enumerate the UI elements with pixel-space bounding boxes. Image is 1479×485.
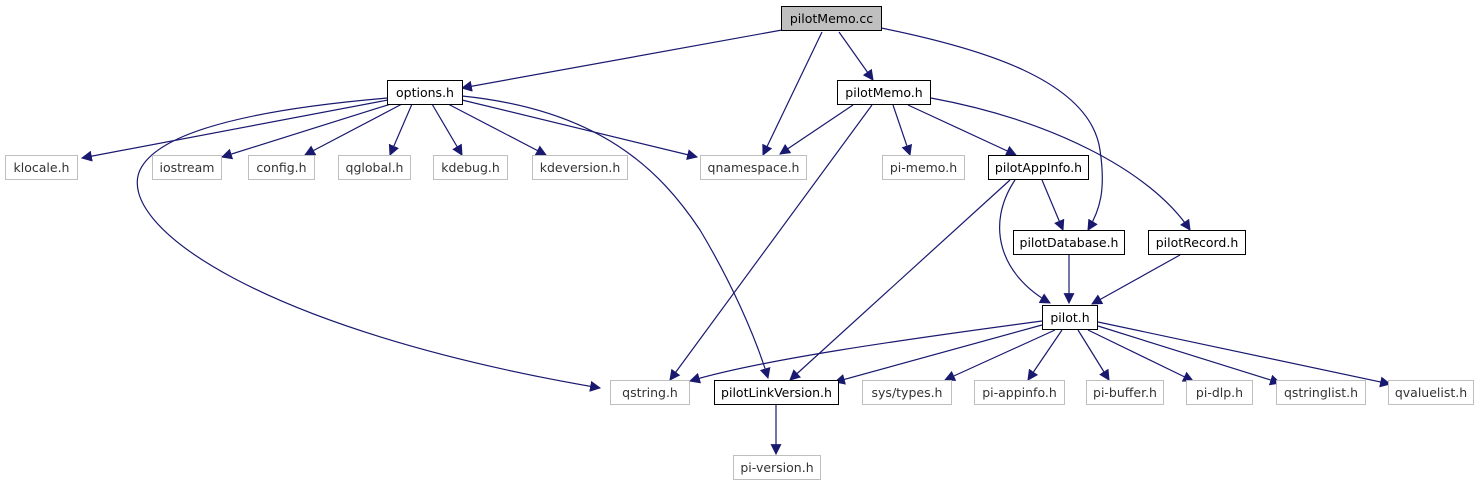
node-pi-dlp-h[interactable]: pi-dlp.h (1186, 380, 1253, 405)
node-kdeversion-h[interactable]: kdeversion.h (532, 155, 628, 180)
node-sys-types-h[interactable]: sys/types.h (862, 380, 952, 405)
edge-cc-pilotmemo (838, 31, 874, 81)
node-klocale-h[interactable]: klocale.h (5, 155, 78, 180)
node-pilotmemo-h[interactable]: pilotMemo.h (837, 80, 931, 105)
node-pi-memo-h[interactable]: pi-memo.h (882, 155, 965, 180)
edge-cc-qnamespace (762, 31, 823, 156)
edge-pilot-pidlp (1087, 329, 1194, 382)
edge-pilotmemo-pimemo (892, 104, 913, 157)
node-options-h[interactable]: options.h (387, 80, 463, 105)
node-qnamespace-h[interactable]: qnamespace.h (700, 155, 807, 180)
edge-options-klocale (80, 99, 389, 162)
node-pilotdatabase-h[interactable]: pilotDatabase.h (1013, 230, 1125, 255)
node-pilotlinkversion-h[interactable]: pilotLinkVersion.h (714, 380, 839, 405)
edge-options-kdeversion (447, 103, 547, 156)
node-pilotrecord-h[interactable]: pilotRecord.h (1148, 230, 1246, 255)
node-qglobal-h[interactable]: qglobal.h (338, 155, 411, 180)
node-pilot-h[interactable]: pilot.h (1042, 305, 1098, 330)
edge-options-iostream (220, 102, 395, 160)
node-qstring-h[interactable]: qstring.h (610, 380, 690, 405)
edge-pilot-piappinfo (1027, 329, 1063, 381)
edge-options-pilotlinkversion (461, 95, 771, 380)
edge-options-kdebug (431, 103, 463, 156)
edge-pilotrecord-pilot (1091, 254, 1181, 305)
edge-cc-options (460, 29, 783, 92)
node-pi-buffer-h[interactable]: pi-buffer.h (1086, 380, 1164, 405)
edge-pilot-pibuffer (1077, 329, 1110, 381)
edge-appinfo-pilotlinkversion (789, 179, 1011, 381)
edge-cc-pilotdatabase (880, 27, 1103, 231)
edge-pilotmemo-pilotrecord (930, 97, 1191, 231)
edge-pilot-pilotlinkversion (833, 324, 1043, 385)
edge-options-qglobal (388, 103, 413, 157)
node-config-h[interactable]: config.h (248, 155, 315, 180)
node-pi-version-h[interactable]: pi-version.h (733, 455, 821, 480)
node-pi-appinfo-h[interactable]: pi-appinfo.h (974, 380, 1065, 405)
node-pilotmemo-cc[interactable]: pilotMemo.cc (781, 6, 882, 31)
edge-pilotmemo-pilotappinfo (907, 104, 1017, 156)
edge-appinfo-pilotdatabase (1041, 179, 1065, 232)
edge-pilot-qvaluelist (1097, 321, 1392, 388)
edge-options-qnamespace (461, 99, 699, 161)
node-qvaluelist-h[interactable]: qvaluelist.h (1388, 380, 1474, 405)
node-pilotappinfo-h[interactable]: pilotAppInfo.h (988, 155, 1089, 180)
edge-pilot-systypes (943, 329, 1056, 381)
node-iostream[interactable]: iostream (152, 155, 222, 180)
edge-options-qstring (136, 97, 602, 392)
edge-pilotmemo-qnamespace (779, 104, 854, 155)
edge-appinfo-pilot (999, 179, 1051, 304)
edge-options-config (304, 103, 403, 156)
edge-pilot-qstringlist (1097, 325, 1282, 386)
edge-pilot-qstring (688, 320, 1043, 384)
node-qstringlist-h[interactable]: qstringlist.h (1276, 380, 1366, 405)
node-kdebug-h[interactable]: kdebug.h (433, 155, 508, 180)
edge-pilotmemo-qstring (669, 104, 873, 381)
